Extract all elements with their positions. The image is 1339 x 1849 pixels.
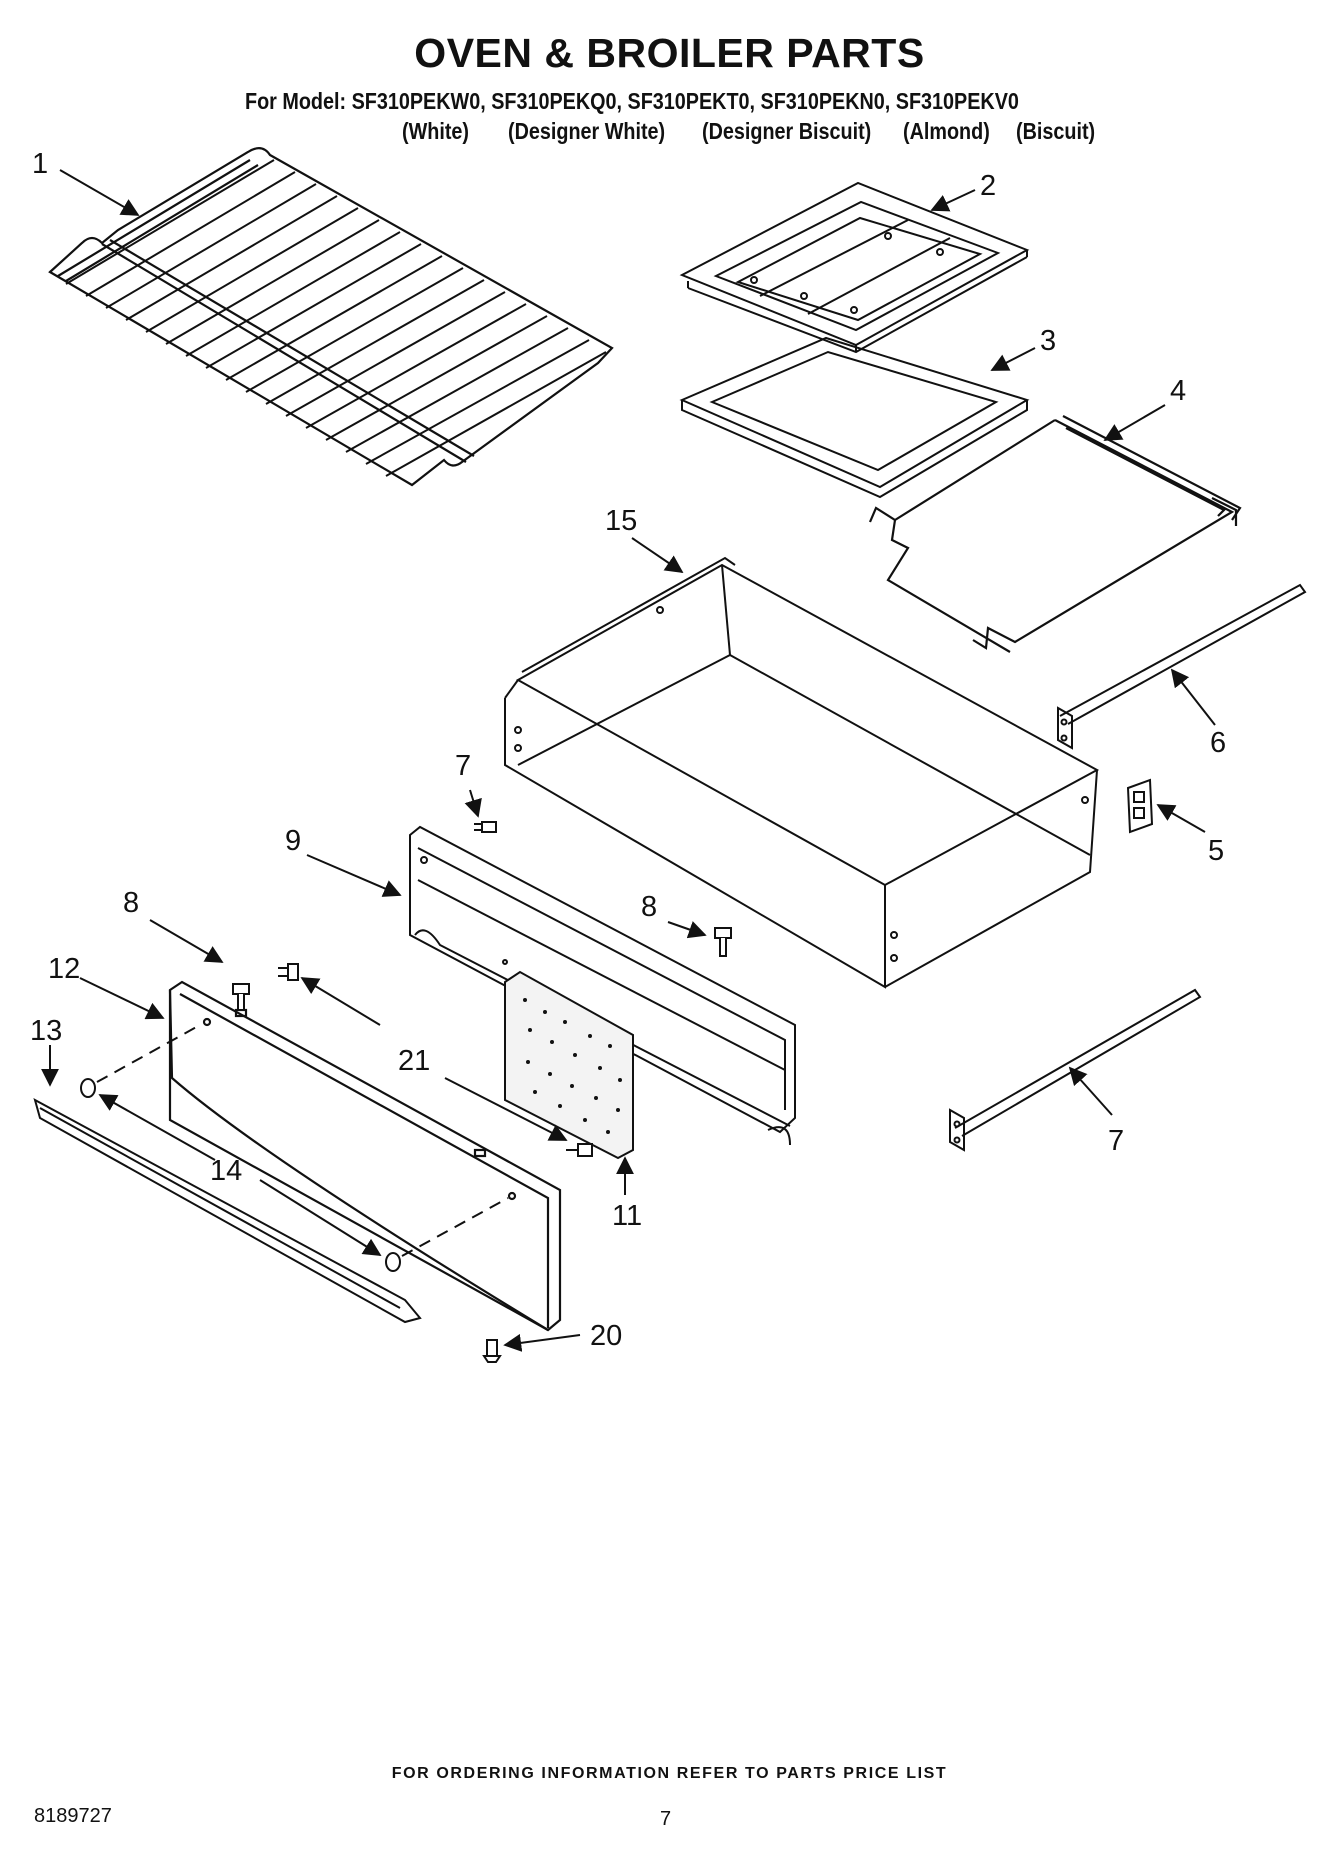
alignment-lines <box>96 1024 509 1257</box>
document-number: 8189727 <box>34 1805 112 1827</box>
screw-21-left <box>278 963 299 981</box>
drawer-front <box>168 980 562 1332</box>
color-white: (White) <box>402 118 470 144</box>
drawer-slide-lower <box>949 988 1202 1152</box>
drawer-glide <box>1126 778 1154 834</box>
broiler-pan-grid <box>679 181 1030 354</box>
callout-8-left: 8 <box>123 887 139 919</box>
screw-21-right <box>566 1143 593 1157</box>
drawer-inner-panel <box>409 825 796 1146</box>
callout-13: 13 <box>30 1015 62 1047</box>
drawer-bumpers <box>80 1078 401 1272</box>
callout-7-top: 7 <box>455 750 471 782</box>
drawer-trim <box>33 1098 422 1324</box>
callout-11: 11 <box>612 1200 642 1232</box>
screw-8-right <box>714 927 732 957</box>
color-designer-biscuit: (Designer Biscuit) <box>702 118 872 144</box>
color-designer-white: (Designer White) <box>508 118 666 144</box>
color-almond: (Almond) <box>903 118 990 144</box>
callout-1: 1 <box>32 148 48 180</box>
callout-20: 20 <box>590 1320 622 1352</box>
broiler-pan <box>679 336 1030 499</box>
callout-15: 15 <box>605 505 637 537</box>
callout-8-right: 8 <box>641 891 657 923</box>
callout-14: 14 <box>210 1155 242 1187</box>
broiler-pan-support <box>868 415 1242 653</box>
callout-5: 5 <box>1208 835 1224 867</box>
callout-2: 2 <box>980 170 996 202</box>
callout-6: 6 <box>1210 727 1226 759</box>
callout-12: 12 <box>48 953 80 985</box>
callout-7-bottom: 7 <box>1108 1125 1124 1157</box>
screw-8-left <box>232 983 250 1011</box>
leader-arrows <box>41 169 1216 1352</box>
callout-21: 21 <box>398 1045 430 1077</box>
oven-rack <box>48 147 614 487</box>
screws <box>232 821 732 1363</box>
model-list: For Model: SF310PEKW0, SF310PEKQ0, SF310… <box>245 88 1019 114</box>
callout-9: 9 <box>285 825 301 857</box>
color-biscuit: (Biscuit) <box>1016 118 1096 144</box>
callout-4: 4 <box>1170 375 1186 407</box>
ordering-note: FOR ORDERING INFORMATION REFER TO PARTS … <box>391 1765 948 1782</box>
screw-7-top <box>474 821 497 833</box>
callout-3: 3 <box>1040 325 1056 357</box>
page-title: OVEN & BROILER PARTS <box>414 30 925 76</box>
drawer-slide-upper <box>1057 583 1307 750</box>
page-number: 7 <box>660 1808 672 1830</box>
drawer-insulation <box>504 970 634 1160</box>
screw-20 <box>482 1339 502 1363</box>
broiler-drawer <box>504 556 1100 989</box>
